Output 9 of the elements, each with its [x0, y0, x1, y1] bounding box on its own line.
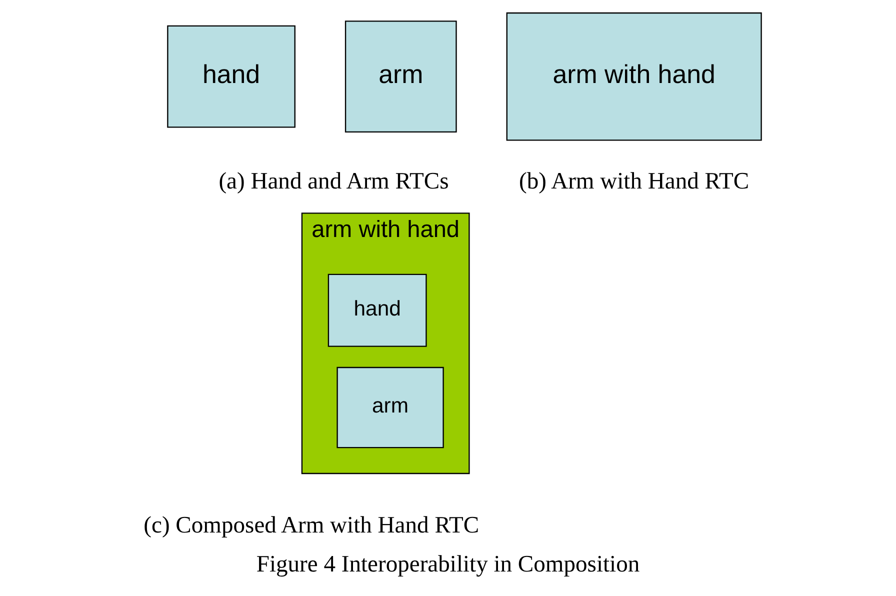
node-box: arm [344, 20, 457, 133]
node-box: hand [328, 274, 427, 347]
label: (a) Hand and Arm RTCs [218, 168, 449, 194]
node-box: arm [336, 366, 444, 448]
label: (b) Arm with Hand RTC [519, 168, 750, 194]
node-box: hand [167, 25, 296, 128]
label: (c) Composed Arm with Hand RTC [144, 512, 480, 538]
caption: Figure 4 Interoperability in Composition [256, 551, 640, 578]
node-box: arm with hand [506, 12, 762, 141]
